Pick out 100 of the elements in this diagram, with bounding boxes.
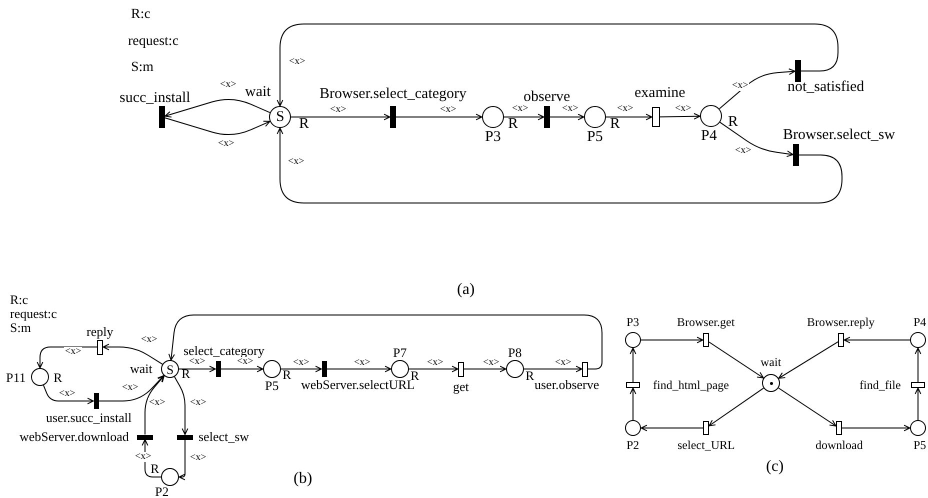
arc-arrow [914, 348, 922, 382]
edge-label: <x> [439, 105, 458, 115]
arc-arrow [280, 366, 322, 372]
edge-label: <x> [148, 398, 166, 408]
arc-arrow [290, 114, 390, 120]
edge-label: <x> [616, 104, 634, 114]
node-label: S [166, 362, 174, 376]
arc-arrow [718, 68, 796, 110]
edge-label: <x> [58, 389, 76, 399]
arc-arrow [914, 388, 922, 420]
edge-label: <x> [287, 157, 306, 167]
node-label: select_URL [678, 439, 735, 451]
node-label: succ_install [120, 90, 190, 106]
edge-label: <x> [288, 57, 306, 67]
node-label: P11 [6, 370, 26, 384]
node-label: P4 [914, 316, 926, 328]
arc-arrow [504, 114, 544, 120]
arc-arrow [640, 336, 704, 344]
edge-label: <x> [426, 358, 444, 368]
arc-arrow [168, 314, 602, 370]
arc-arrow [164, 117, 270, 136]
node-label: user.observe [534, 378, 600, 390]
node-annotation: R [728, 114, 738, 130]
node-label: select_category [184, 344, 264, 356]
arc-arrow [524, 366, 582, 372]
arc-arrow [102, 344, 163, 365]
node-label: reply [86, 324, 114, 338]
node-label: webServer.download [20, 430, 129, 442]
node-label: P5 [914, 439, 926, 451]
edge-label: <x> [292, 358, 310, 368]
arc-arrow [144, 375, 165, 435]
edge-label: <x> [734, 146, 752, 156]
arc-arrow [326, 366, 392, 372]
node-label: P3 [485, 130, 501, 144]
edge-label: <x> [554, 358, 572, 368]
arc-arrow [630, 388, 636, 420]
arc-arrow [708, 388, 764, 426]
edge-label: <x> [353, 358, 372, 368]
arc-arrow [174, 376, 188, 435]
node-label: find_html_page [653, 379, 729, 391]
node-label: examine [634, 86, 686, 100]
edge-label: <x> [217, 139, 236, 149]
declaration-text: R:c [131, 8, 150, 22]
node-annotation: wait [245, 84, 271, 100]
node-label: user.succ_install [46, 410, 132, 424]
arc-arrow [276, 24, 838, 106]
arc-arrow [660, 113, 700, 120]
edge-label: <x> [674, 104, 692, 114]
edge-label: <x> [121, 383, 140, 393]
node-annotation: R [410, 368, 420, 382]
edge-label: <x> [561, 104, 580, 114]
node-label: wait [760, 356, 782, 368]
arc-arrow [720, 122, 794, 158]
node-label: observe [524, 90, 570, 104]
edge-label: <x> [134, 452, 152, 462]
edge-label: <x> [219, 80, 238, 90]
edge-label: <x> [329, 105, 348, 115]
node-label: P4 [701, 128, 717, 144]
arc-arrow [98, 375, 164, 402]
declaration-text: S:m [131, 61, 154, 75]
arc-arrow [640, 424, 704, 432]
panel-caption: (a) [457, 282, 475, 298]
edge-label: <x> [482, 358, 500, 368]
node-label: P5 [265, 378, 279, 392]
arc-arrow [220, 366, 264, 372]
node-label: Browser.select_sw [783, 128, 896, 142]
edge-label: <x> [731, 81, 750, 91]
node-label: download [816, 439, 863, 451]
node-annotation: wait [130, 362, 152, 374]
edge-label: <x> [64, 347, 82, 357]
edge-label: <x> [189, 398, 208, 408]
panel-caption: (b) [294, 471, 312, 487]
arc-arrow [164, 98, 270, 118]
node-label: get [453, 380, 469, 392]
arc-arrow [43, 384, 94, 404]
node-annotation: R [282, 368, 292, 380]
node-label: not_satisfied [788, 80, 864, 94]
arc-arrow [276, 128, 842, 204]
arc-arrow [142, 439, 162, 478]
arc-arrow [178, 439, 186, 480]
arc-arrow [778, 388, 836, 426]
node-label: P2 [155, 484, 169, 498]
declaration-text: R:c [10, 292, 28, 306]
node-label: Browser.select_category [320, 86, 467, 102]
node-annotation: R [150, 462, 160, 474]
node-label: P3 [626, 316, 640, 328]
node-annotation: R [54, 370, 62, 384]
arc-arrow [842, 424, 910, 432]
arc-arrow [464, 366, 506, 372]
arc-arrow [550, 114, 584, 120]
node-annotation: R [610, 116, 620, 132]
edge-label: <x> [236, 357, 254, 367]
edge-label: <x> [511, 104, 530, 114]
arc-arrow [606, 114, 652, 120]
arc-arrow [630, 348, 636, 382]
arc-arrow [778, 341, 838, 379]
node-label: P8 [508, 346, 522, 358]
edge-label: <x> [140, 335, 158, 345]
declaration-text: request:c [10, 306, 57, 320]
node-annotation: R [299, 116, 310, 132]
